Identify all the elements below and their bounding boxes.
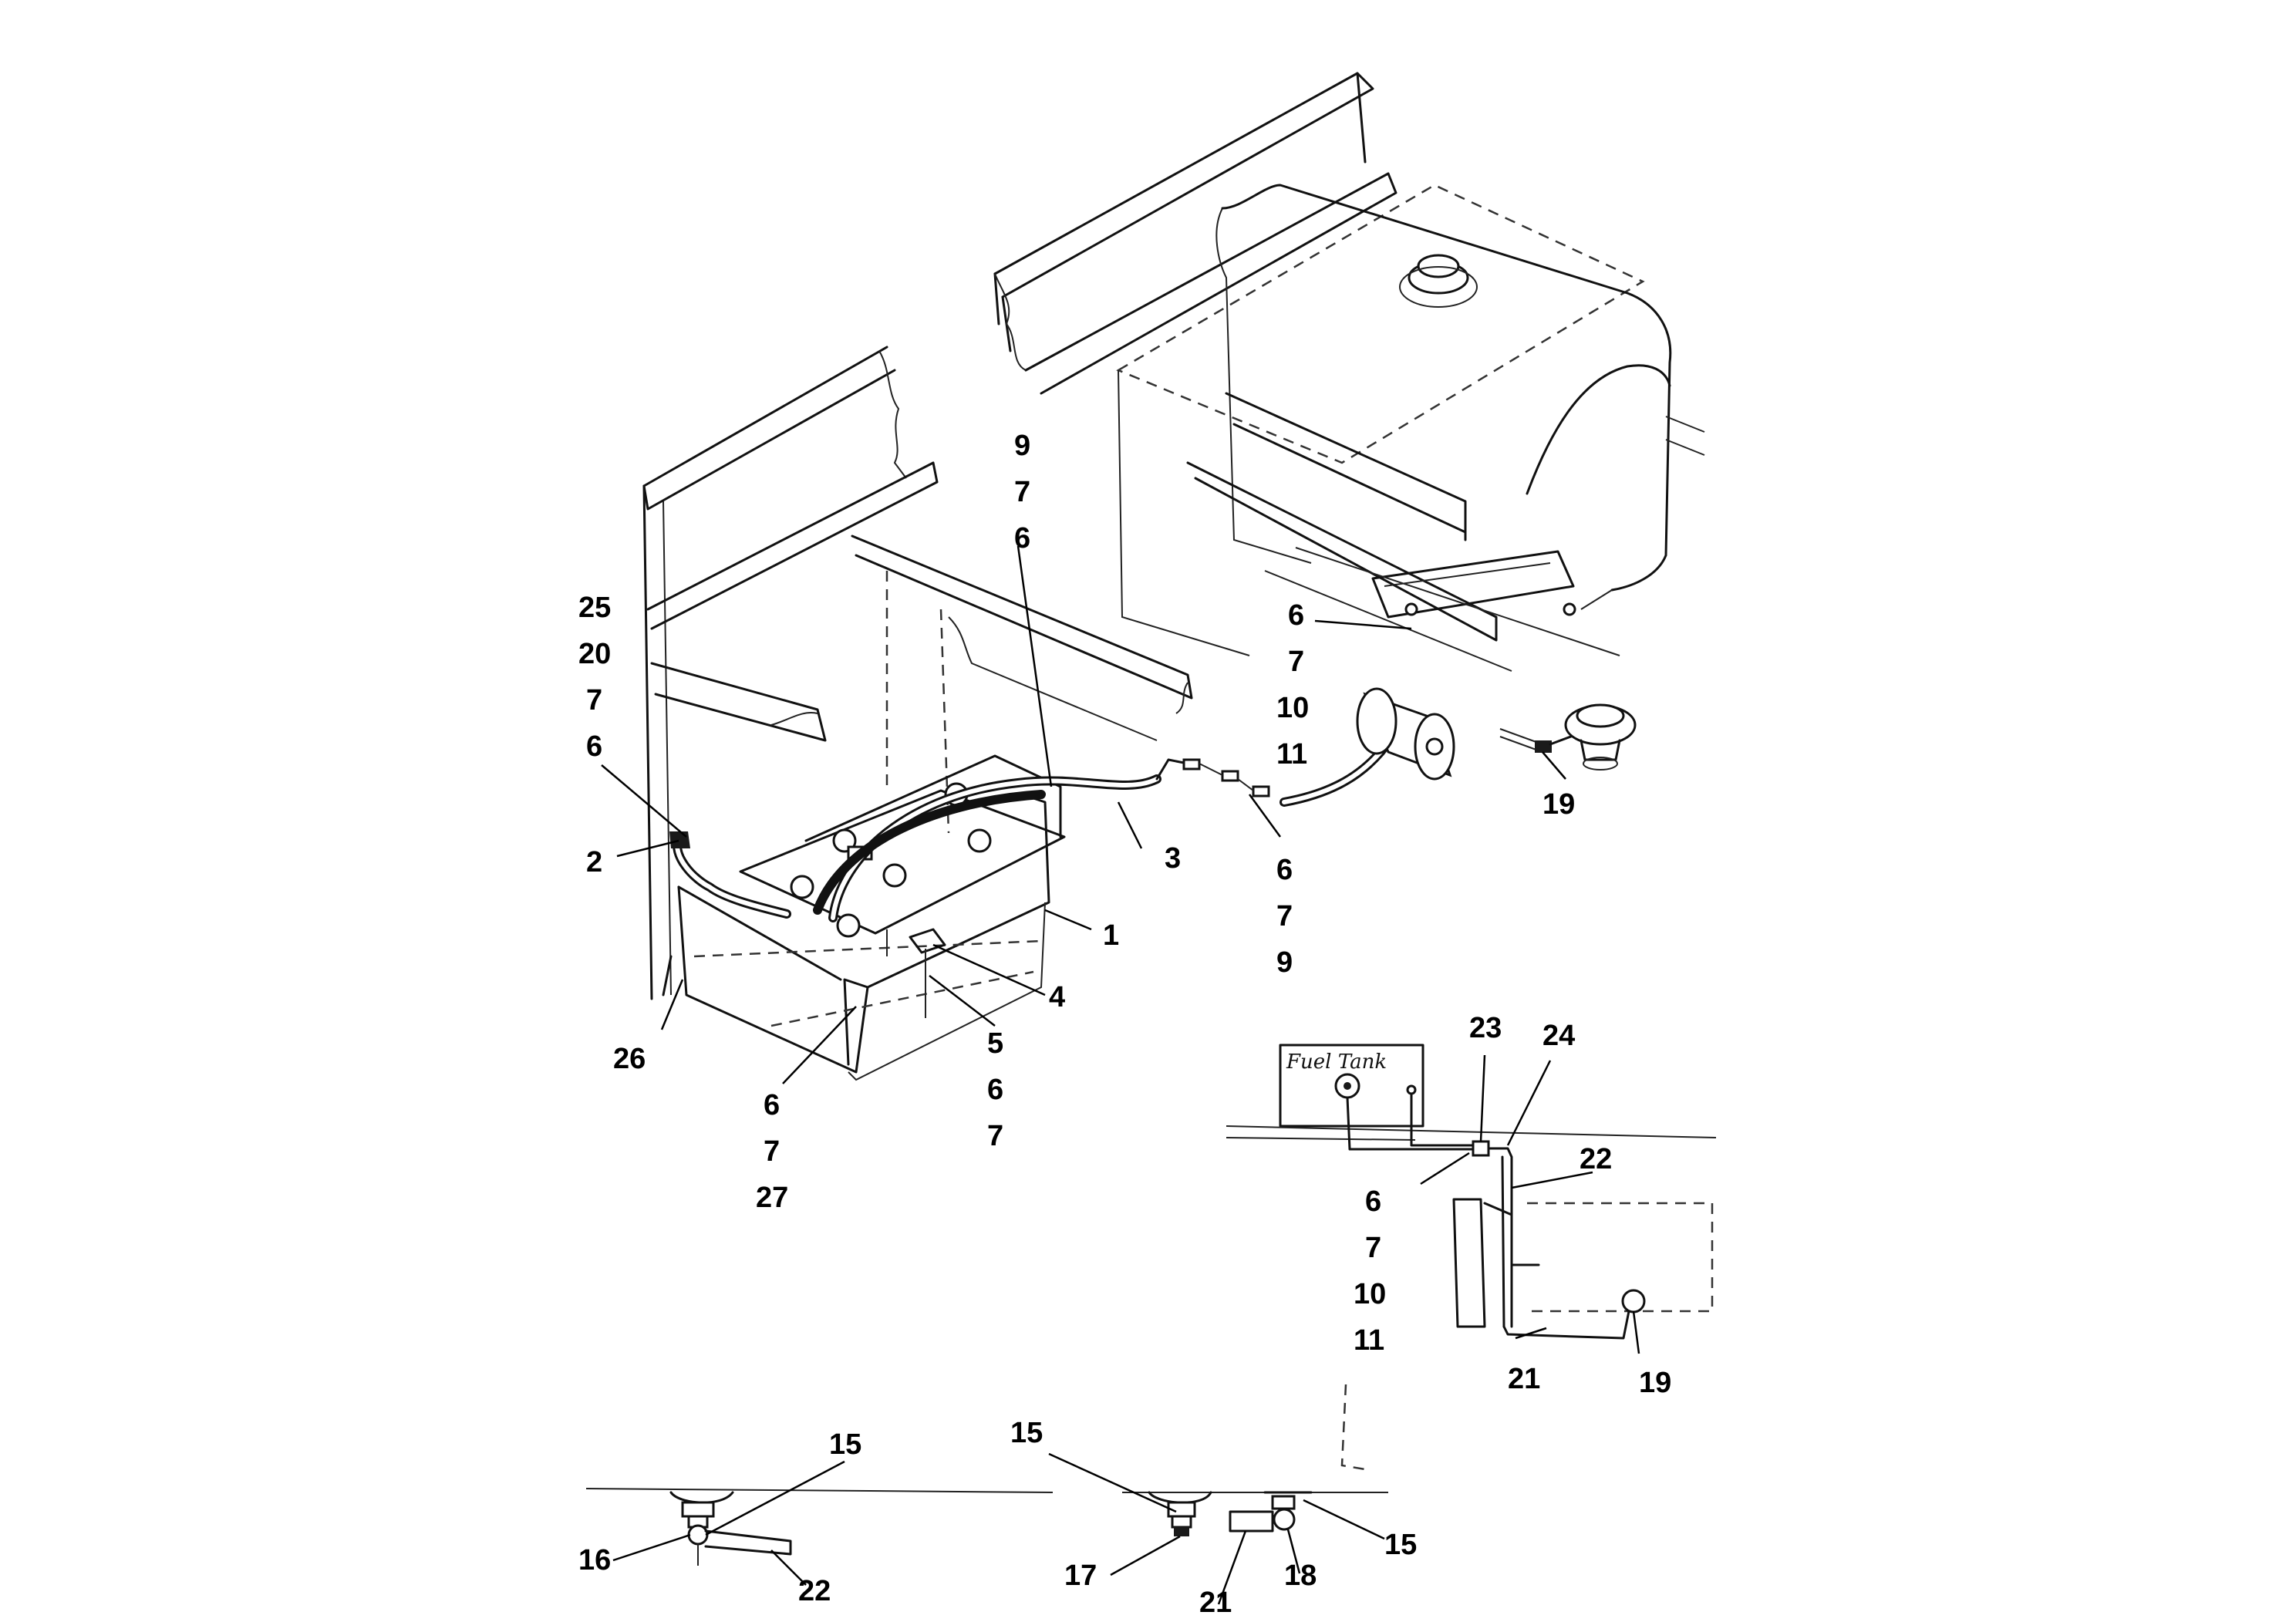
callout-7: 7 <box>764 1135 780 1168</box>
callout-27: 27 <box>756 1182 788 1214</box>
callout-5: 5 <box>987 1027 1003 1060</box>
callout-9: 9 <box>1014 430 1030 462</box>
callout-7: 7 <box>1276 900 1293 932</box>
callout-11: 11 <box>1354 1324 1384 1357</box>
callout-15: 15 <box>1010 1417 1043 1449</box>
callout-15: 15 <box>829 1428 861 1461</box>
callout-21: 21 <box>1508 1363 1540 1395</box>
callout-10: 10 <box>1276 692 1309 724</box>
callout-6: 6 <box>1276 854 1293 886</box>
callout-6: 6 <box>1014 522 1030 555</box>
bottom-detail-right <box>1122 1491 1388 1536</box>
callout-3: 3 <box>1165 842 1181 875</box>
callout-6: 6 <box>1365 1185 1381 1218</box>
callout-22: 22 <box>1580 1143 1612 1175</box>
callout-22: 22 <box>798 1575 831 1607</box>
callout-10: 10 <box>1354 1278 1386 1310</box>
callout-23: 23 <box>1469 1012 1502 1044</box>
callout-11: 11 <box>1276 738 1307 771</box>
fuel-pump <box>1499 703 1637 771</box>
callout-17: 17 <box>1064 1560 1097 1592</box>
callout-7: 7 <box>1014 476 1030 508</box>
callout-6: 6 <box>1288 599 1304 632</box>
callout-1: 1 <box>1103 919 1119 952</box>
callout-19: 19 <box>1542 788 1575 821</box>
leader-lines <box>601 545 1640 1605</box>
callout-25: 25 <box>578 592 611 624</box>
fuel-tank-inset: Fuel Tank <box>1226 1044 1717 1471</box>
callout-19: 19 <box>1639 1367 1671 1399</box>
callout-24: 24 <box>1542 1020 1575 1052</box>
callout-26: 26 <box>613 1043 646 1075</box>
callout-7: 7 <box>987 1120 1003 1152</box>
callout-7: 7 <box>586 684 602 717</box>
callouts: 9 7 6 25 20 7 6 2 3 1 4 5 6 7 26 6 7 27 … <box>578 430 1671 1619</box>
callout-15: 15 <box>1384 1529 1417 1561</box>
bottom-detail-left <box>585 1488 1054 1566</box>
battery-assembly <box>642 346 1455 1081</box>
callout-6: 6 <box>764 1089 780 1121</box>
tank-label: Fuel Tank <box>1286 1050 1387 1074</box>
callout-20: 20 <box>578 638 611 670</box>
callout-7: 7 <box>1288 646 1304 678</box>
callout-18: 18 <box>1284 1560 1317 1592</box>
callout-6: 6 <box>586 730 602 763</box>
callout-4: 4 <box>1049 981 1065 1013</box>
callout-9: 9 <box>1276 946 1293 979</box>
callout-21: 21 <box>1199 1587 1232 1619</box>
fuel-tank-assembly <box>993 72 1705 672</box>
callout-16: 16 <box>578 1544 611 1576</box>
callout-2: 2 <box>586 846 602 878</box>
callout-7: 7 <box>1365 1232 1381 1264</box>
callout-6: 6 <box>987 1074 1003 1106</box>
